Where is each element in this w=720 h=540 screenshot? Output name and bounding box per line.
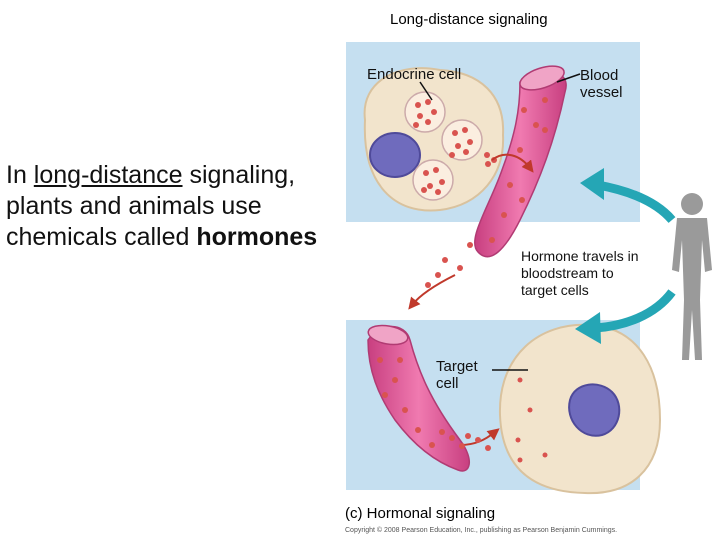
lead-paragraph: In long-distance signaling, plants and a… [6, 160, 336, 253]
vessel-opening [519, 65, 565, 91]
lead-bold-term: hormones [196, 223, 318, 251]
exocytosis-hormones [484, 152, 497, 167]
teal-arrowhead-bottom [575, 312, 601, 344]
endocrine-cell-label: Endocrine cell [367, 66, 462, 83]
teal-arrow-bottom [594, 289, 676, 333]
arriving-hormones [439, 429, 491, 451]
target-nucleus [568, 383, 621, 437]
vesicle-hormones [413, 99, 473, 195]
human-figure [672, 193, 712, 360]
blood-vessel-top [473, 65, 567, 258]
vessel-leader [556, 73, 581, 83]
endocrine-cell [363, 67, 505, 212]
travel-arrow [408, 274, 456, 310]
endocrine-nucleus [369, 132, 421, 178]
copyright-notice: Copyright © 2008 Pearson Education, Inc.… [345, 527, 618, 534]
page-title: Long-distance signaling [390, 11, 548, 28]
teal-arrowhead-top [580, 168, 604, 200]
hormone-travels-label: Hormone travels in bloodstream to target… [521, 248, 639, 298]
target-cell-label: Target cell [436, 358, 478, 392]
lead-prefix: In [6, 161, 34, 189]
endocrine-leader [419, 81, 433, 101]
secretory-vesicle [404, 91, 483, 201]
lead-middle: signaling, plants and animals use chemic… [6, 161, 296, 251]
bloodstream-hormones [425, 97, 548, 288]
target-cell [498, 323, 662, 495]
blood-vessel-label: Blood vessel [580, 67, 623, 101]
blood-vessel-bottom [367, 324, 470, 472]
lead-underlined-term: long-distance [33, 161, 183, 189]
figure-caption: (c) Hormonal signaling [345, 505, 496, 522]
teal-arrow-top [597, 180, 676, 224]
vessel-opening-bottom [367, 324, 409, 346]
secretion-arrow [491, 153, 534, 173]
